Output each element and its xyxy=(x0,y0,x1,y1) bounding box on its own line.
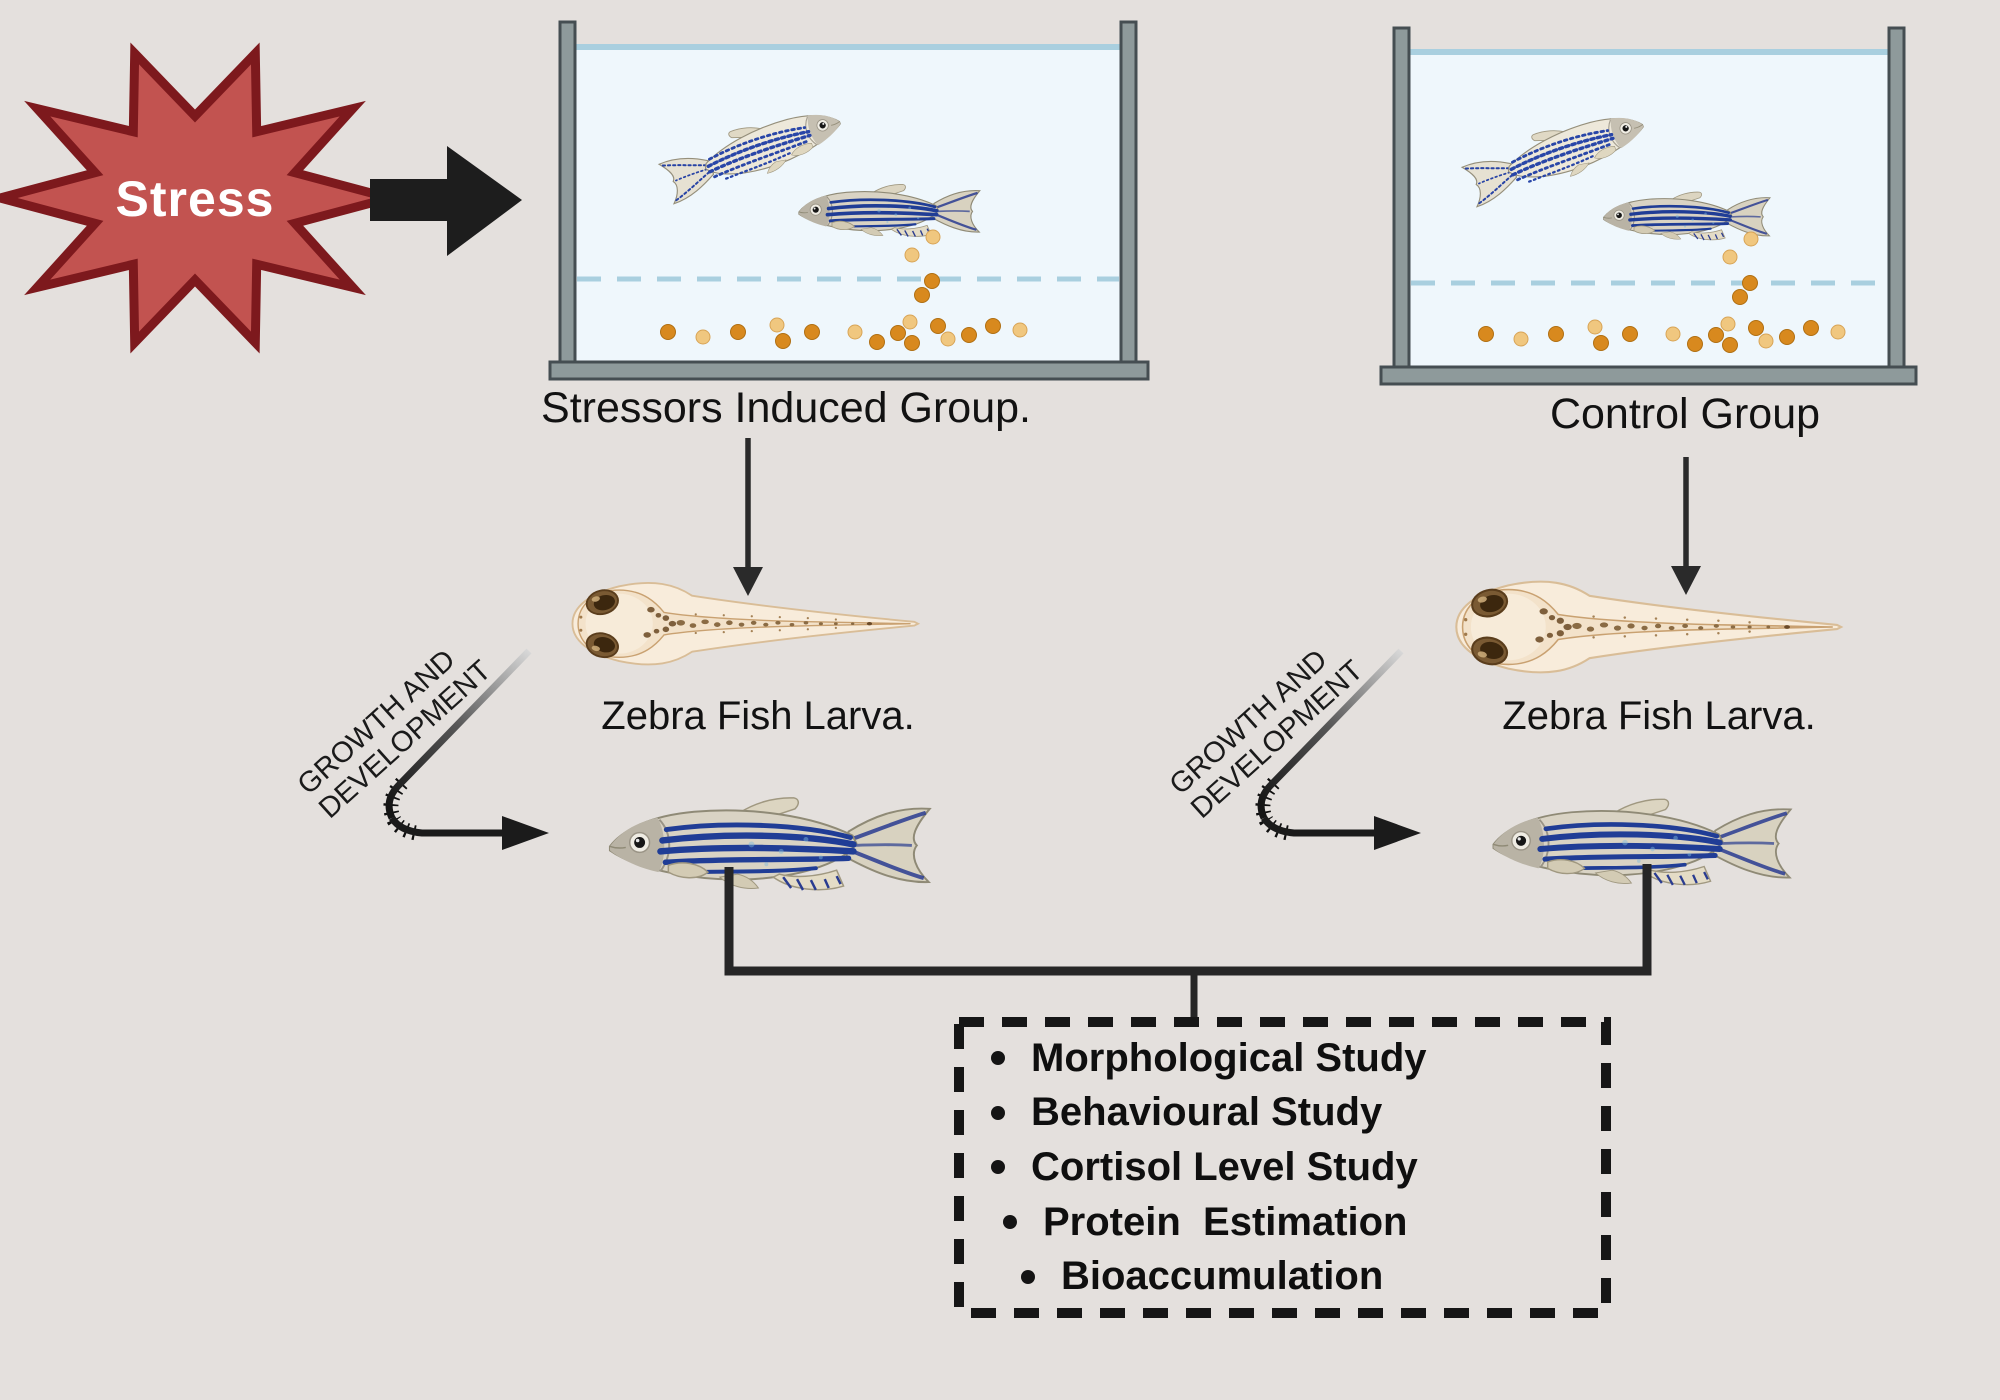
stress-burst-icon xyxy=(0,42,408,354)
study-item: Bioaccumulation xyxy=(959,1254,1606,1299)
studies-box-border xyxy=(954,1017,1611,1318)
bullet-icon xyxy=(991,1160,1005,1175)
arrow-right-icon xyxy=(370,146,522,256)
bullet-icon xyxy=(1021,1269,1035,1284)
arrow-down-icon xyxy=(733,438,763,596)
arrow-down-icon xyxy=(1671,457,1701,595)
larva-label-left: Zebra Fish Larva. xyxy=(601,694,915,738)
larva-label-right: Zebra Fish Larva. xyxy=(1502,694,1816,738)
study-item-label: Morphological Study xyxy=(1031,1035,1427,1080)
tank-bottom xyxy=(1379,365,1918,386)
study-item-label: Protein Estimation xyxy=(1043,1199,1408,1244)
adult-zebrafish-icon xyxy=(1493,799,1790,885)
study-item: Cortisol Level Study xyxy=(959,1145,1606,1190)
bullet-icon xyxy=(991,1105,1005,1120)
zebrafish-larva-icon xyxy=(1455,580,1843,674)
growth-arrow-icon xyxy=(383,648,549,850)
tank-wall-left xyxy=(558,20,577,366)
water-surface-line xyxy=(575,44,1121,50)
connector-bracket xyxy=(724,864,1652,976)
study-item: Behavioural Study xyxy=(959,1090,1606,1135)
tank-label-stressors: Stressors Induced Group. xyxy=(541,384,1031,432)
bullet-icon xyxy=(1003,1215,1017,1230)
adult-zebrafish-icon xyxy=(610,798,930,890)
study-item: Protein Estimation xyxy=(959,1200,1606,1245)
bullet-icon xyxy=(991,1051,1005,1066)
study-item: Morphological Study xyxy=(959,1036,1606,1081)
tank-stressors xyxy=(548,20,1150,381)
study-item-label: Behavioural Study xyxy=(1031,1090,1383,1135)
study-item-label: Bioaccumulation xyxy=(1061,1254,1384,1299)
tank-wall-left xyxy=(1392,26,1411,371)
stress-label: Stress xyxy=(115,171,275,227)
zebrafish-larva-icon xyxy=(571,582,919,666)
tank-wall-right xyxy=(1887,26,1906,371)
tank-control xyxy=(1379,26,1918,386)
study-item-label: Cortisol Level Study xyxy=(1031,1144,1418,1189)
water-surface-line xyxy=(1409,49,1889,55)
tank-bottom xyxy=(548,360,1150,381)
studies-box: Morphological Study Behavioural Study Co… xyxy=(959,1022,1606,1313)
tank-wall-right xyxy=(1119,20,1138,366)
tank-label-control: Control Group xyxy=(1549,390,1821,438)
growth-arrow-icon xyxy=(1255,648,1421,850)
